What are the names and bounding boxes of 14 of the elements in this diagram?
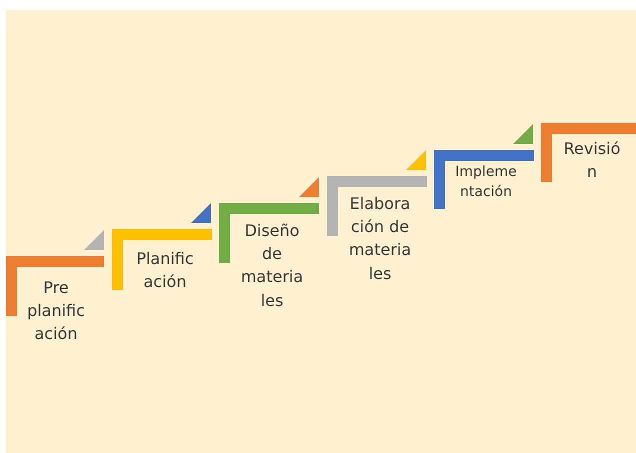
step-label: Diseño de materia les [240, 220, 304, 312]
step-arrow [191, 203, 211, 223]
step-label: Planific ación [135, 248, 195, 294]
step-arrow [299, 177, 319, 197]
step-arrow [513, 124, 533, 144]
step-arrow [84, 230, 104, 250]
step-label: Revisió n [562, 138, 622, 184]
step-bracket [112, 229, 212, 290]
step-label: Elabora ción de materia les [348, 193, 412, 285]
step-arrow [406, 150, 426, 170]
step-bracket [434, 150, 534, 209]
step-bracket [541, 123, 636, 182]
step-label: Impleme ntación [454, 163, 518, 202]
step-label: Pre planific ación [26, 277, 86, 346]
